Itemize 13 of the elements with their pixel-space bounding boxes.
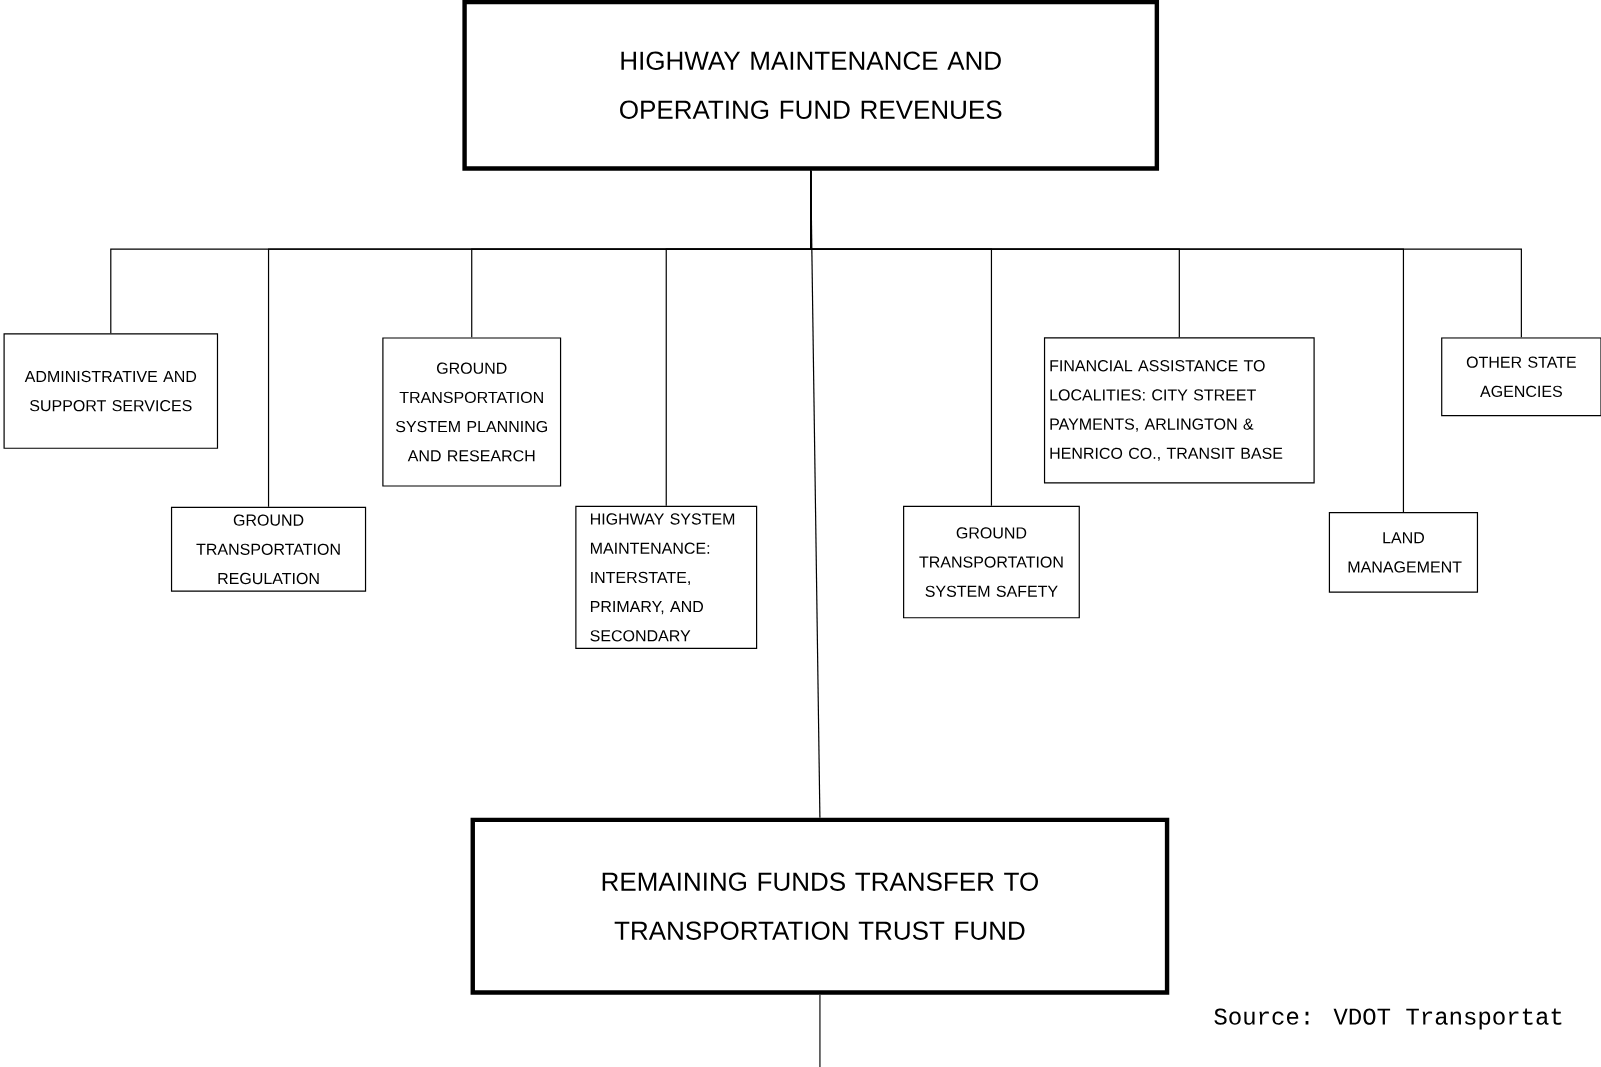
fund-box: HIGHWAY MAINTENANCE AND OPERATING FUND REVENUES <box>462 0 1160 171</box>
program-box: FINANCIAL ASSISTANCE TO LOCALITIES: CITY STREET PAYMENTS, ARLINGTON & HENRICO CO., TRANSIT BASE <box>1043 337 1315 484</box>
program-box: LAND MANAGEMENT <box>1328 511 1479 593</box>
connector-line <box>819 994 821 1067</box>
program-box: OTHER STATE AGENCIES <box>1441 337 1601 417</box>
program-box: GROUND TRANSPORTATION SYSTEM SAFETY <box>903 505 1080 619</box>
source-note: Source: VDOT Transportat <box>1214 1008 1562 1030</box>
program-box: GROUND TRANSPORTATION REGULATION <box>170 506 367 592</box>
program-box: ADMINISTRATIVE AND SUPPORT SERVICES <box>3 333 219 449</box>
program-box: GROUND TRANSPORTATION SYSTEM PLANNING AND RESEARCH <box>382 337 562 487</box>
connector-line <box>810 170 821 819</box>
program-box: HIGHWAY SYSTEM MAINTENANCE: INTERSTATE, PRIMARY, AND SECONDARY <box>575 505 758 649</box>
fund-box: REMAINING FUNDS TRANSFER TO TRANSPORTATION TRUST FUND <box>470 817 1170 995</box>
